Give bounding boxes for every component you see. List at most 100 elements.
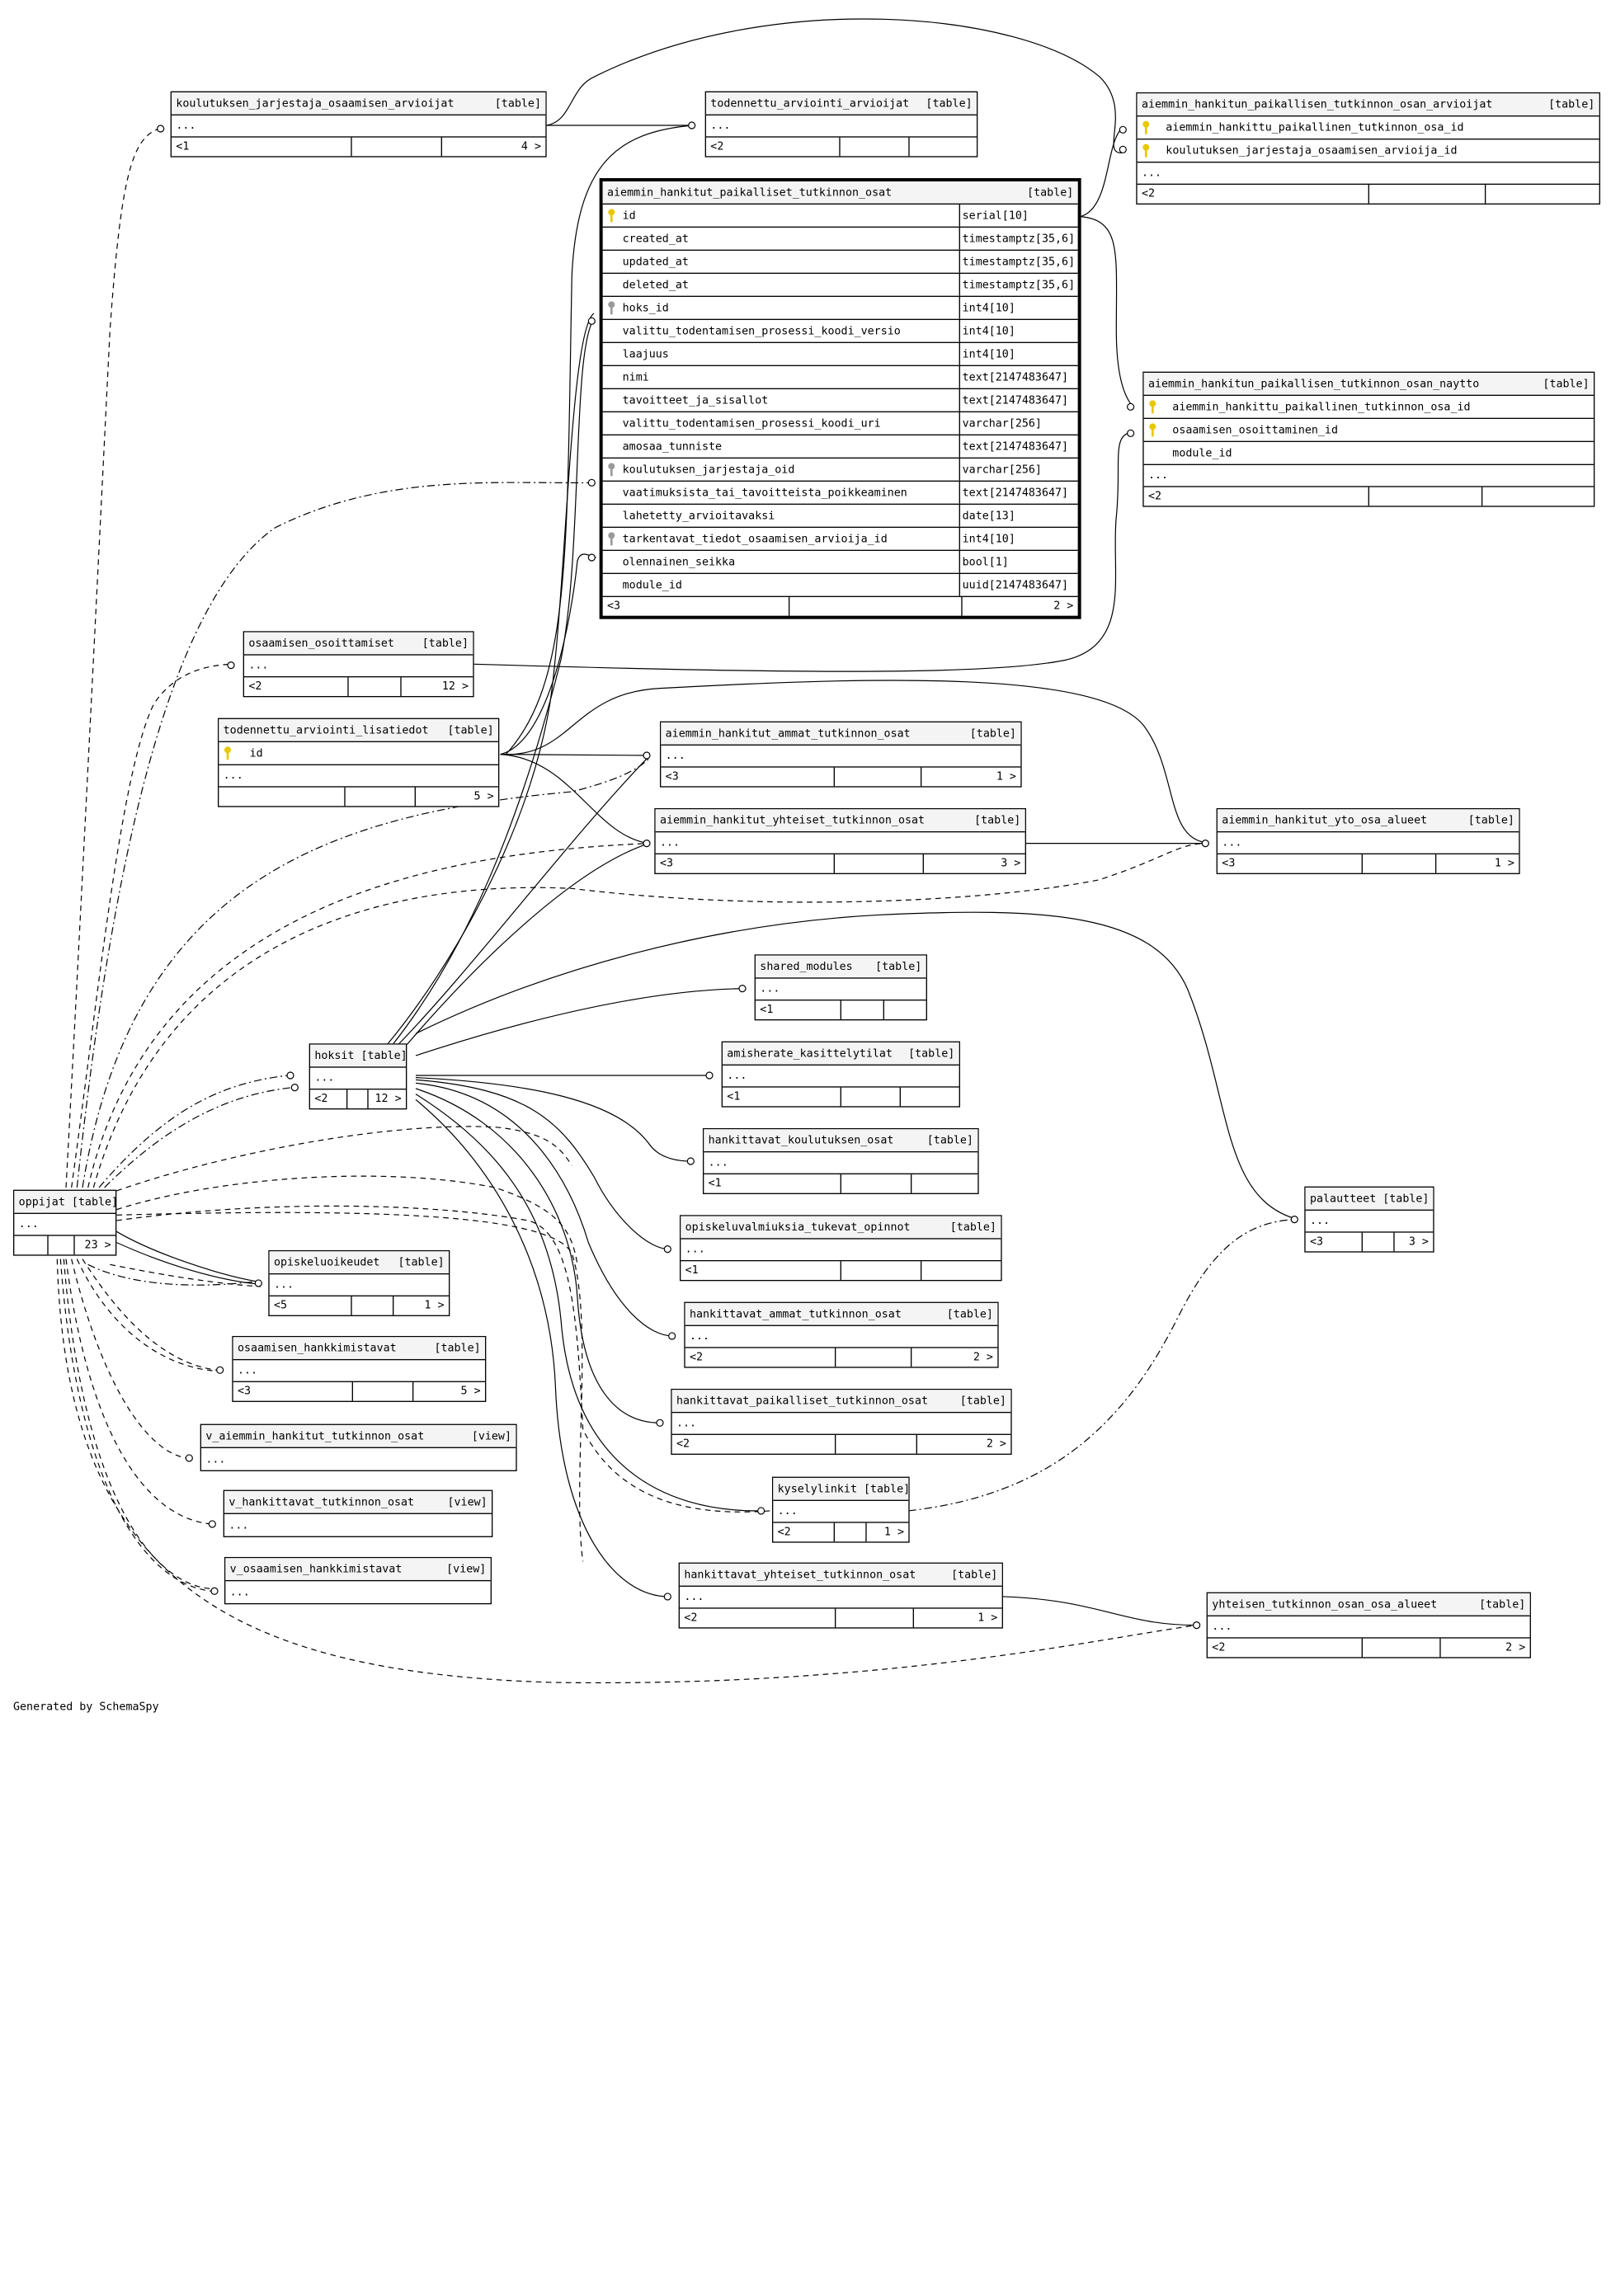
column-row[interactable]: id — [219, 742, 498, 765]
children-count[interactable]: 23 > — [73, 1235, 115, 1255]
table-header[interactable]: aiemmin_hankitut_paikalliset_tutkinnon_o… — [602, 181, 1078, 205]
table-opiskeluvalmiuksia-tukevat-opinnot[interactable]: opiskeluvalmiuksia_tukevat_opinnot[table… — [679, 1215, 1002, 1282]
table-aiemmin-hankitut-yhteiset-tutkinnon-osat[interactable]: aiemmin_hankitut_yhteiset_tutkinnon_osat… — [654, 807, 1026, 874]
parents-count[interactable]: < 3 — [1309, 1235, 1324, 1249]
parents-count[interactable]: < 3 — [237, 1385, 252, 1398]
table-todennettu-arviointi-lisatiedot[interactable]: todennettu_arviointi_lisatiedot[table] i… — [217, 718, 500, 807]
table-aiemmin-hankitun-paikallisen-tutkinnon-osan-naytto[interactable]: aiemmin_hankitun_paikallisen_tutkinnon_o… — [1142, 371, 1595, 507]
table-amisherate-kasittelytilat[interactable]: amisherate_kasittelytilat[table] ... < 1 — [721, 1041, 960, 1108]
table-header[interactable]: v_osaamisen_hankkimistavat[view] — [225, 1558, 491, 1582]
table-header[interactable]: aiemmin_hankitut_ammat_tutkinnon_osat[ta… — [661, 722, 1021, 746]
parents-count[interactable]: < 1 — [708, 1177, 722, 1190]
table-header[interactable]: kyselylinkit[table] — [773, 1477, 909, 1501]
table-header[interactable]: hankittavat_yhteiset_tutkinnon_osat[tabl… — [679, 1563, 1002, 1587]
column-row[interactable]: module_id — [1143, 442, 1594, 465]
parents-count[interactable]: < 2 — [676, 1437, 690, 1451]
table-header[interactable]: v_aiemmin_hankitut_tutkinnon_osat[view] — [200, 1424, 516, 1448]
table-header[interactable]: opiskeluoikeudet[table] — [269, 1251, 449, 1275]
children-count[interactable]: 1 > — [1434, 854, 1519, 873]
parents-count[interactable]: < 2 — [684, 1611, 698, 1625]
table-header[interactable]: aiemmin_hankitun_paikallisen_tutkinnon_o… — [1143, 372, 1594, 396]
table-header[interactable]: aiemmin_hankitun_paikallisen_tutkinnon_o… — [1137, 93, 1599, 117]
view-v-osaamisen-hankkimistavat[interactable]: v_osaamisen_hankkimistavat[view] ... — [224, 1556, 492, 1605]
children-count[interactable]: 1 > — [865, 1522, 908, 1542]
table-koulutuksen-jarjestaja-osaamisen-arvioijat[interactable]: koulutuksen_jarjestaja_osaamisen_arvioij… — [170, 91, 547, 158]
table-header[interactable]: yhteisen_tutkinnon_osan_osa_alueet[table… — [1207, 1593, 1530, 1616]
children-count[interactable]: 4 > — [440, 137, 546, 157]
children-count[interactable]: 3 > — [922, 854, 1025, 873]
children-count[interactable]: 2 > — [1439, 1638, 1529, 1658]
table-header[interactable]: v_hankittavat_tutkinnon_osat[view] — [224, 1490, 492, 1514]
parents-count[interactable]: < 1 — [760, 1004, 774, 1016]
children-count[interactable]: 2 > — [961, 596, 1077, 616]
table-hankittavat-yhteiset-tutkinnon-osat[interactable]: hankittavat_yhteiset_tutkinnon_osat[tabl… — [678, 1562, 1003, 1629]
children-count[interactable]: 12 > — [400, 677, 473, 696]
table-header[interactable]: oppijat[table] — [14, 1190, 115, 1214]
table-header[interactable]: hankittavat_ammat_tutkinnon_osat[table] — [685, 1302, 998, 1326]
view-v-hankittavat-tutkinnon-osat[interactable]: v_hankittavat_tutkinnon_osat[view] ... — [223, 1489, 493, 1537]
parents-count[interactable]: < 5 — [273, 1299, 288, 1312]
column-row[interactable]: aiemmin_hankittu_paikallinen_tutkinnon_o… — [1143, 396, 1594, 419]
table-header[interactable]: hankittavat_koulutuksen_osat[table] — [704, 1129, 978, 1153]
table-header[interactable]: palautteet[table] — [1305, 1187, 1434, 1211]
children-count[interactable]: 2 > — [910, 1348, 997, 1367]
children-count[interactable]: 1 > — [920, 767, 1020, 787]
parents-count[interactable]: < 3 — [659, 857, 674, 870]
table-yhteisen-tutkinnon-osan-osa-alueet[interactable]: yhteisen_tutkinnon_osan_osa_alueet[table… — [1206, 1592, 1531, 1658]
table-header[interactable]: amisherate_kasittelytilat[table] — [722, 1042, 959, 1066]
children-count[interactable]: 2 > — [916, 1434, 1011, 1454]
parents-count[interactable]: < 1 — [685, 1264, 699, 1277]
parents-count[interactable]: < 2 — [248, 680, 262, 693]
table-aiemmin-hankitun-paikallisen-tutkinnon-osan-arvioijat[interactable]: aiemmin_hankitun_paikallisen_tutkinnon_o… — [1136, 92, 1600, 205]
table-header[interactable]: aiemmin_hankitut_yhteiset_tutkinnon_osat… — [655, 809, 1025, 833]
table-header[interactable]: todennettu_arviointi_lisatiedot[table] — [219, 718, 498, 742]
children-count[interactable]: 1 > — [912, 1608, 1002, 1628]
parents-count[interactable]: < 2 — [314, 1093, 328, 1105]
parents-count[interactable]: < 2 — [710, 140, 724, 153]
table-todennettu-arviointi-arvioijat[interactable]: todennettu_arviointi_arvioijat[table] ..… — [704, 91, 978, 158]
table-header[interactable]: osaamisen_hankkimistavat[table] — [233, 1337, 485, 1361]
table-aiemmin-hankitut-paikalliset-tutkinnon-osat[interactable]: aiemmin_hankitut_paikalliset_tutkinnon_o… — [599, 177, 1081, 619]
parents-count[interactable]: < 2 — [1141, 187, 1156, 200]
parents-count[interactable]: < 2 — [777, 1526, 791, 1539]
children-count[interactable]: 5 > — [414, 787, 498, 807]
children-count[interactable]: 5 > — [412, 1381, 485, 1401]
table-header[interactable]: hankittavat_paikalliset_tutkinnon_osat[t… — [671, 1390, 1011, 1414]
table-oppijat[interactable]: oppijat[table] ... 23 > — [12, 1189, 117, 1256]
column-row[interactable]: aiemmin_hankittu_paikallinen_tutkinnon_o… — [1137, 116, 1599, 140]
parents-count[interactable]: < 2 — [1147, 490, 1162, 503]
table-header[interactable]: opiskeluvalmiuksia_tukevat_opinnot[table… — [681, 1216, 1001, 1240]
table-aiemmin-hankitut-yto-osa-alueet[interactable]: aiemmin_hankitut_yto_osa_alueet[table] .… — [1216, 807, 1520, 874]
children-count[interactable]: 12 > — [367, 1089, 406, 1108]
parents-count[interactable]: < 3 — [606, 600, 621, 613]
table-hankittavat-koulutuksen-osat[interactable]: hankittavat_koulutuksen_osat[table] ... … — [702, 1127, 979, 1194]
parents-count[interactable]: < 2 — [1212, 1641, 1226, 1654]
table-header[interactable]: koulutuksen_jarjestaja_osaamisen_arvioij… — [171, 92, 546, 115]
column-row[interactable]: tarkentavat_tiedot_osaamisen_arvioija_id… — [602, 527, 1078, 551]
table-hankittavat-paikalliset-tutkinnon-osat[interactable]: hankittavat_paikalliset_tutkinnon_osat[t… — [671, 1388, 1012, 1455]
parents-count[interactable]: < 1 — [727, 1090, 741, 1103]
view-v-aiemmin-hankitut-tutkinnon-osat[interactable]: v_aiemmin_hankitut_tutkinnon_osat[view] … — [200, 1423, 517, 1471]
column-row[interactable]: valittu_todentamisen_prosessi_koodi_vers… — [602, 319, 1078, 343]
parents-count[interactable]: < 1 — [176, 140, 190, 153]
table-header[interactable]: shared_modules[table] — [755, 955, 926, 979]
table-header[interactable]: hoksit[table] — [309, 1044, 406, 1068]
